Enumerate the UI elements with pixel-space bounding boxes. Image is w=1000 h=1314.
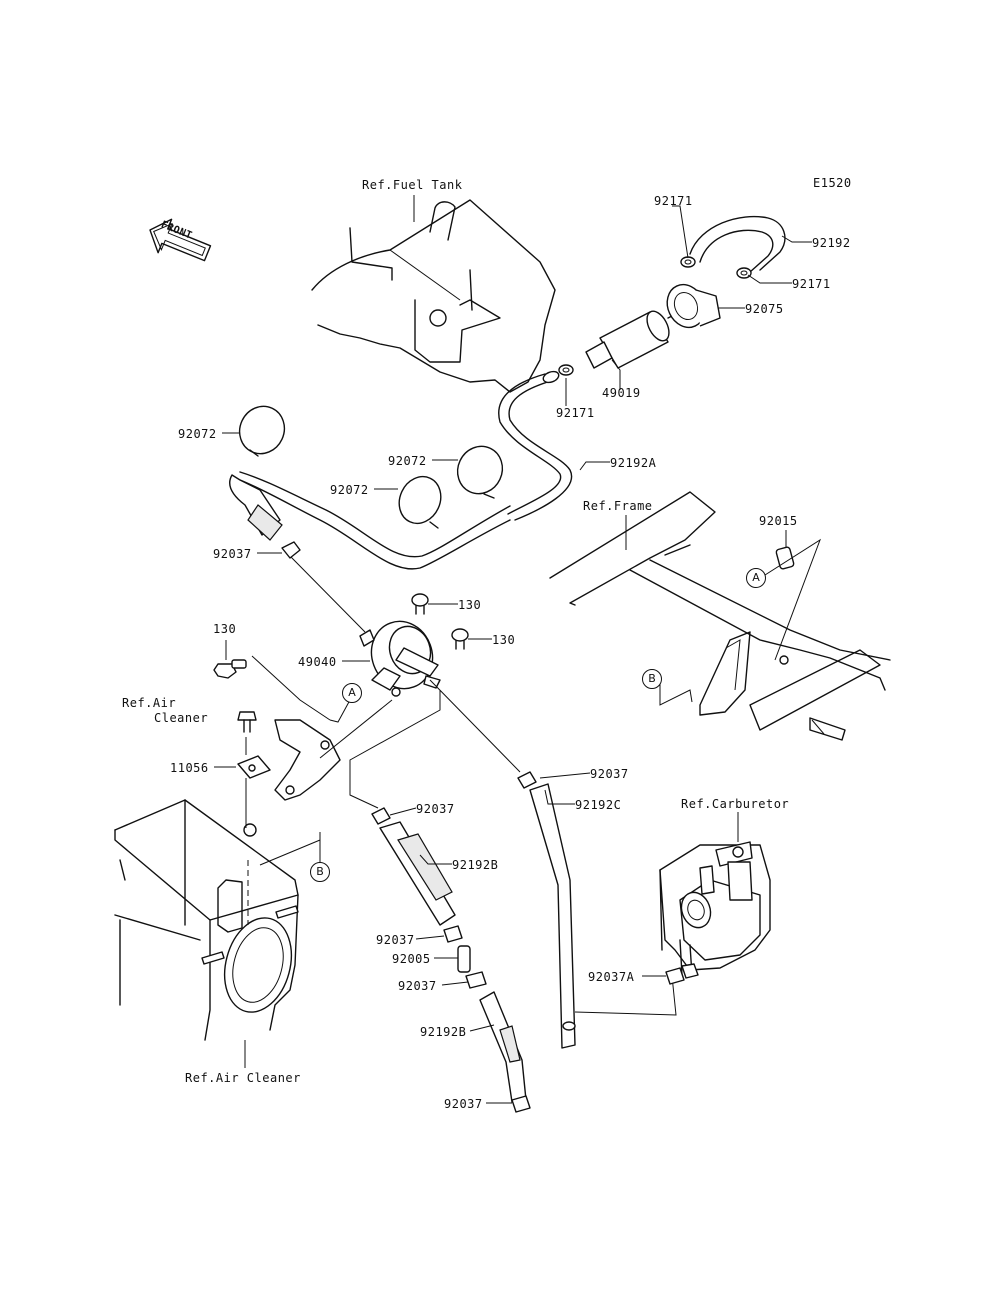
ref-fuel-tank: Ref.Fuel Tank [362, 178, 463, 192]
part-92192: 92192 [812, 236, 851, 250]
part-92192B-upper: 92192B [452, 858, 499, 872]
bolt-130-right [451, 628, 469, 650]
part-130-upper: 130 [458, 598, 482, 612]
leader-pump-air [319, 699, 393, 759]
bolt-130-upper [411, 593, 429, 615]
bolt-air-cleaner [237, 711, 257, 733]
callout-b-frame: B [642, 669, 662, 689]
part-92171-bottom: 92171 [556, 406, 595, 420]
front-arrow [149, 218, 212, 262]
clamp-92037A [665, 967, 685, 985]
air-cleaner-box [114, 799, 299, 1041]
part-92072-mid: 92072 [388, 454, 427, 468]
leader-pump-hose-upper [289, 555, 366, 633]
callout-a-frame: A [746, 568, 766, 588]
part-92075: 92075 [745, 302, 784, 316]
part-92192A: 92192A [610, 456, 657, 470]
part-92192C: 92192C [575, 798, 622, 812]
label-leaders [214, 205, 812, 1104]
part-49040: 49040 [298, 655, 337, 669]
callout-b-air: B [310, 862, 330, 882]
part-92037-mid-right: 92037 [590, 767, 629, 781]
part-92171-top: 92171 [654, 194, 693, 208]
part-92072-low: 92072 [330, 483, 369, 497]
hose-92192C [529, 783, 576, 1049]
part-92037-lower2: 92037 [398, 979, 437, 993]
clamp-92037-lower2 [465, 971, 487, 989]
clamp-92171-top [680, 256, 696, 268]
carburetor [659, 841, 771, 979]
part-92037-mid: 92037 [416, 802, 455, 816]
fuel-filter-49019 [585, 310, 681, 369]
part-92171-right: 92171 [792, 277, 831, 291]
part-92015: 92015 [759, 514, 798, 528]
hose-92192B-lower [479, 991, 527, 1103]
leader-b-frame [659, 680, 693, 706]
clamp-92037-mid-right [517, 771, 537, 789]
part-92037A: 92037A [588, 970, 635, 984]
bracket-11056 [237, 719, 341, 801]
bolt-130-left [213, 659, 247, 679]
clamp-92072-mid [456, 445, 504, 499]
joint-92005 [457, 945, 471, 973]
part-130-left: 130 [213, 622, 237, 636]
hose-92192B-upper [379, 821, 456, 926]
hose-92192A [498, 370, 573, 521]
leader-a-pump [329, 699, 351, 723]
leader-92037A [574, 975, 677, 1016]
fuel-pump-49040 [359, 620, 441, 697]
part-49019: 49019 [602, 386, 641, 400]
leader-pump-down [349, 690, 441, 809]
clamp-92037-mid [371, 807, 391, 825]
clamp-92037-upper [281, 541, 301, 559]
ref-air-cleaner-top-1: Ref.Air [122, 696, 177, 710]
clamp-92171-bottom [558, 364, 574, 376]
part-92072-left: 92072 [178, 427, 217, 441]
clamp-92072-left [238, 405, 286, 457]
clamp-92072-low [398, 475, 442, 529]
ref-carburetor: Ref.Carburetor [681, 797, 790, 811]
leader-b-air [259, 832, 321, 866]
part-11056: 11056 [170, 761, 209, 775]
clamp-92037-lower1 [443, 925, 463, 943]
clamp-92171-right [736, 267, 752, 279]
diagram-code: E1520 [813, 176, 852, 190]
callout-a-pump: A [342, 683, 362, 703]
leader-pump-diag [429, 679, 521, 773]
part-92037-upper: 92037 [213, 547, 252, 561]
part-92037-lower1: 92037 [376, 933, 415, 947]
part-92192B-lower: 92192B [420, 1025, 467, 1039]
ref-air-cleaner-top-2: Cleaner [154, 711, 209, 725]
ref-frame: Ref.Frame [583, 499, 653, 513]
leader-130-left [225, 640, 331, 721]
filter-holder-92075 [666, 283, 721, 329]
hose-upper-main [228, 471, 511, 570]
part-130-right: 130 [492, 633, 516, 647]
leader-92015 [764, 530, 821, 661]
part-92005: 92005 [392, 952, 431, 966]
hose-92192 [689, 215, 786, 273]
clamp-92037-bottom [511, 1095, 531, 1113]
ref-air-cleaner-bottom: Ref.Air Cleaner [185, 1071, 301, 1085]
frame [549, 491, 891, 741]
part-92037-bottom: 92037 [444, 1097, 483, 1111]
fuel-tank [311, 199, 556, 393]
bushing-92015 [775, 546, 795, 570]
